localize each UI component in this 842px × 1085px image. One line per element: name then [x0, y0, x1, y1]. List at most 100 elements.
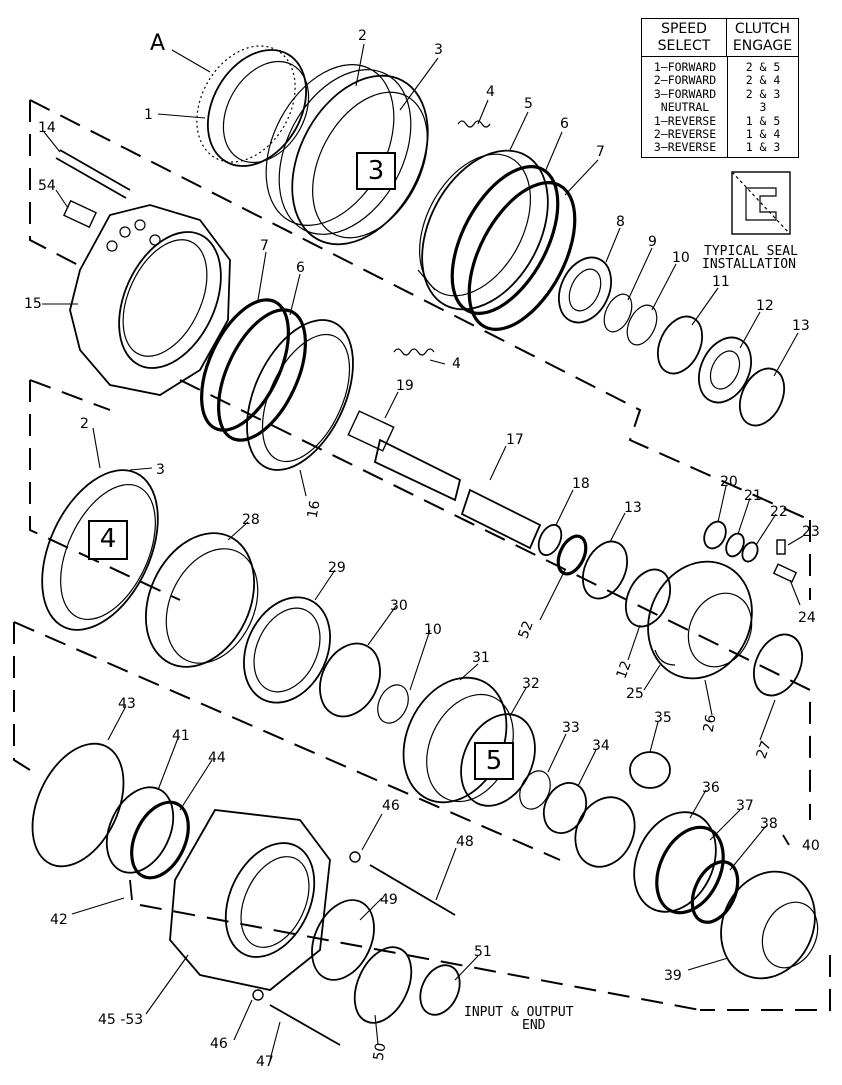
part-21-washer	[725, 532, 745, 558]
clutch-cell: 2 & 3	[745, 86, 781, 101]
callout-9: 9	[648, 234, 657, 250]
callout-31: 31	[472, 650, 490, 666]
part-35-seal-detail	[629, 751, 671, 789]
part-17-shaft	[373, 438, 542, 550]
callout-18: 18	[572, 476, 590, 492]
part-24-pin	[772, 563, 798, 583]
part-13-ring-lower	[581, 540, 629, 600]
part-23-pin	[776, 539, 786, 555]
callout-17: 17	[506, 432, 524, 448]
callout-29: 29	[328, 560, 346, 576]
part-46-nut-lower	[252, 989, 264, 1001]
part-44-seal	[130, 800, 190, 880]
callout-32: 32	[522, 676, 540, 692]
callout-25: 25	[626, 686, 644, 702]
part-51-ring	[419, 964, 461, 1016]
part-54-pin	[63, 199, 97, 229]
callout-12: 12	[756, 298, 774, 314]
part-1-ring-gear	[196, 45, 310, 167]
part-32-plate	[460, 713, 536, 807]
part-2-3-clutch-pack-upper	[265, 64, 429, 246]
callout-labels: 1 2 3 4 5 6 7 8 9 10 11 12 13 14 54 15 7…	[24, 28, 820, 1070]
callout-54: 54	[38, 178, 56, 194]
callout-22: 22	[770, 504, 788, 520]
part-50-ring	[353, 946, 413, 1024]
part-36-piston	[633, 811, 717, 913]
speed-select-header: SPEED SELECT	[642, 19, 727, 57]
leader-lines	[42, 43, 804, 1061]
speed-cell: 1–REVERSE	[653, 113, 717, 128]
callout-10: 10	[672, 250, 690, 266]
clutch-cell: 1 & 4	[745, 126, 781, 141]
part-19-sleeve	[347, 410, 395, 452]
section-boundaries	[13, 99, 831, 1011]
callout-21: 21	[744, 488, 762, 504]
part-52-o-ring	[556, 534, 588, 576]
callout-10b: 10	[424, 622, 442, 638]
callout-8: 8	[616, 214, 625, 230]
seal-caption-line1: TYPICAL SEAL	[704, 244, 798, 259]
part-4-spring-upper	[457, 120, 491, 128]
part-45-53-output-housing	[169, 809, 331, 991]
callout-28: 28	[242, 512, 260, 528]
callout-12b: 12	[614, 659, 635, 681]
callout-15: 15	[24, 296, 42, 312]
part-7-seal-ring-upper	[467, 181, 577, 331]
part-47-bolt	[269, 1004, 341, 1046]
input-output-caption-line2: END	[522, 1018, 546, 1033]
part-33-ring	[519, 770, 551, 810]
input-output-caption-line1: INPUT & OUTPUT	[464, 1005, 574, 1020]
seal-installation-icon	[731, 171, 791, 235]
part-12-bearing-lower	[624, 568, 672, 628]
callout-13b: 13	[624, 500, 642, 516]
callout-33: 33	[562, 720, 580, 736]
callout-4: 4	[486, 84, 495, 100]
clutch-cell: 2 & 5	[745, 60, 781, 74]
part-30-gear	[319, 642, 381, 718]
part-8-gear	[558, 256, 612, 324]
callout-20: 20	[720, 474, 738, 490]
clutch-box-5: 5	[474, 742, 514, 780]
part-14-rod	[59, 149, 131, 191]
part-28-ring-gear	[144, 532, 256, 668]
table-divider	[727, 57, 728, 157]
callout-41: 41	[172, 728, 190, 744]
view-a-label: A	[150, 31, 165, 56]
part-20-gear	[703, 520, 727, 550]
callout-23: 23	[802, 524, 820, 540]
callout-1: 1	[144, 107, 153, 123]
part-26-carrier	[647, 560, 753, 680]
callout-16: 16	[305, 499, 324, 519]
callout-24: 24	[798, 610, 816, 626]
callout-4b: 4	[452, 356, 461, 372]
part-29-ring	[243, 596, 331, 704]
part-6-seal-ring-middle	[217, 308, 307, 442]
callout-49: 49	[380, 892, 398, 908]
callout-51: 51	[474, 944, 492, 960]
part-41-hub	[105, 786, 175, 874]
callout-48: 48	[456, 834, 474, 850]
callout-7: 7	[596, 144, 605, 160]
callout-43: 43	[118, 696, 136, 712]
part-5-piston-housing	[417, 149, 549, 311]
callout-46a: 46	[382, 798, 400, 814]
callout-2: 2	[358, 28, 367, 44]
callout-36: 36	[702, 780, 720, 796]
part-10-ring	[626, 304, 658, 346]
part-37-seal	[655, 825, 725, 915]
part-9-ring	[603, 293, 633, 333]
callout-45-53: 45 -53	[98, 1012, 143, 1028]
callout-44: 44	[208, 750, 226, 766]
part-46-nut-upper	[349, 851, 361, 863]
clutch-box-3: 3	[356, 152, 396, 190]
callout-42: 42	[50, 912, 68, 928]
clutch-cell: 3	[759, 100, 767, 115]
speed-cell: 3–FORWARD	[653, 86, 717, 101]
callout-52: 52	[516, 619, 537, 641]
callout-39: 39	[664, 968, 682, 984]
